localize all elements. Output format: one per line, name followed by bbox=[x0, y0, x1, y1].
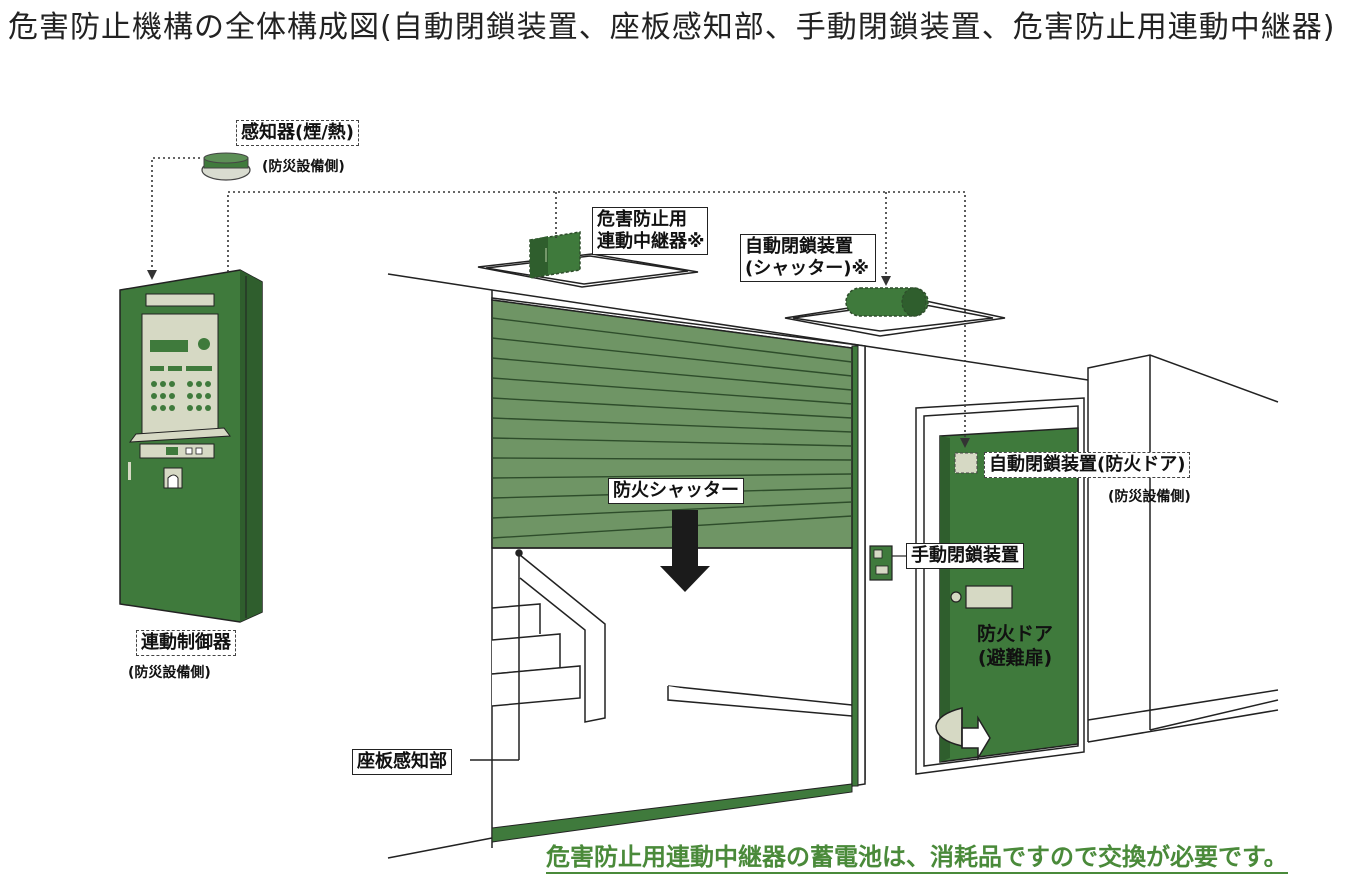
label-auto-door: 自動閉鎖装置(防火ドア) bbox=[984, 452, 1191, 478]
battery-note: 危害防止用連動中継器の蓄電池は、消耗品ですので交換が必要です。 bbox=[546, 842, 1288, 874]
fire-shutter bbox=[491, 299, 853, 549]
label-auto-shutter-line2: (シャッター)※ bbox=[745, 258, 869, 279]
fire-door bbox=[939, 427, 1079, 763]
label-relay-line2: 連動中継器※ bbox=[597, 231, 705, 252]
door-swing-arrow-icon bbox=[935, 707, 991, 761]
label-manual-device: 手動閉鎖装置 bbox=[906, 543, 1024, 569]
shutter-closer-roll bbox=[845, 287, 929, 317]
signal-lines bbox=[151, 157, 966, 440]
label-detector: 感知器(煙/熱) bbox=[236, 120, 360, 146]
label-auto-shutter-line1: 自動閉鎖装置 bbox=[745, 236, 853, 257]
signal-arrowheads bbox=[147, 270, 970, 448]
sensor-leader bbox=[470, 549, 523, 761]
label-fire-door-line1: 防火ドア bbox=[976, 623, 1053, 645]
label-control-panel-sub: (防災設備側) bbox=[128, 665, 211, 681]
label-control-panel: 連動制御器 bbox=[136, 630, 236, 656]
label-detector-sub: (防災設備側) bbox=[262, 159, 345, 175]
page-title: 危害防止機構の全体構成図(自動閉鎖装置、座板感知部、手動閉鎖装置、危害防止用連動… bbox=[8, 10, 1336, 45]
control-panel-cabinet bbox=[119, 269, 263, 623]
smoke-heat-detector-icon bbox=[201, 152, 251, 181]
label-relay: 危害防止用 連動中継器※ bbox=[592, 207, 708, 255]
manual-device-box bbox=[869, 545, 906, 581]
stairs bbox=[491, 554, 853, 723]
label-relay-line1: 危害防止用 bbox=[597, 209, 687, 230]
label-fire-door: 防火ドア (避難扉) bbox=[960, 622, 1070, 670]
label-fire-shutter: 防火シャッター bbox=[608, 478, 744, 504]
label-auto-shutter: 自動閉鎖装置 (シャッター)※ bbox=[740, 234, 876, 282]
label-fire-door-line2: (避難扉) bbox=[977, 647, 1053, 669]
relay-box bbox=[529, 231, 581, 279]
shutter-down-arrow-icon bbox=[660, 510, 710, 592]
label-auto-door-sub: (防災設備側) bbox=[1108, 489, 1191, 505]
label-seat-sensor: 座板感知部 bbox=[352, 749, 452, 775]
